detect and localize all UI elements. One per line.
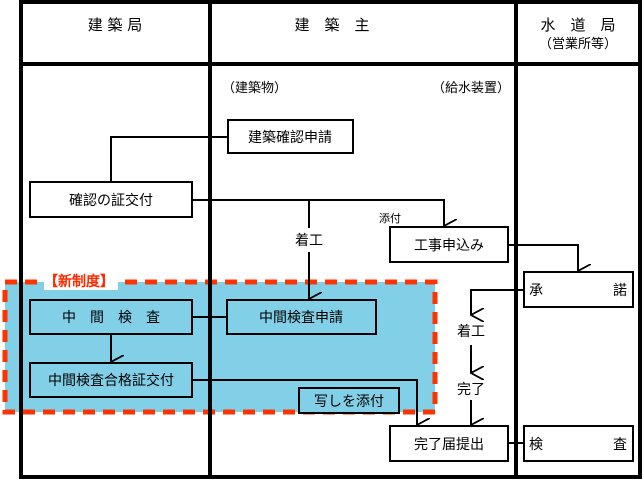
box-interim-inspection: 中 間 検 査: [29, 299, 193, 335]
svg-text:承 諾: 承 諾: [529, 283, 627, 299]
label-attach: 添付: [379, 211, 401, 225]
header-building-bureau: 建 築 局: [88, 16, 143, 34]
connector-construction-app-to-approval: [508, 244, 578, 271]
label-start-construction-owner: 着工: [295, 233, 323, 249]
svg-text:工事申込み: 工事申込み: [414, 238, 484, 254]
connector-issue-to-construction-app: [192, 199, 444, 226]
svg-text:検 査: 検 査: [529, 437, 627, 453]
table-frame: [19, 0, 642, 479]
header-waterworks: 水 道 局: [540, 16, 615, 34]
connector-application-to-issue: [110, 136, 228, 182]
svg-text:建築確認申請: 建築確認申請: [248, 130, 332, 146]
new-system-label: 【新制度】: [44, 273, 114, 290]
subheader-water-supply: （給水装置）: [432, 81, 510, 96]
box-attach-copy: 写しを添付: [298, 387, 400, 414]
box-confirmation-issue: 確認の証交付: [29, 181, 193, 218]
box-completion-report: 完了届提出: [389, 425, 509, 462]
box-interim-certificate-issue: 中間検査合格証交付: [29, 362, 193, 398]
connector-certificate-to-report: [192, 379, 417, 425]
svg-text:中 間 検 査: 中 間 検 査: [62, 310, 160, 326]
svg-text:確認の証交付: 確認の証交付: [69, 192, 153, 209]
new-system-label-bg: [44, 272, 118, 290]
svg-text:中間検査合格証交付: 中間検査合格証交付: [48, 372, 174, 389]
box-interim-inspection-application: 中間検査申請: [226, 299, 377, 335]
header-owner: 建 築 主: [294, 16, 369, 34]
subheader-building: （建築物）: [222, 81, 287, 96]
label-start-construction-water: 着工: [457, 324, 485, 340]
svg-text:完了届提出: 完了届提出: [414, 437, 484, 453]
connector-approval-to-start: [470, 289, 524, 315]
header-waterworks-sub: （営業所等）: [539, 36, 617, 52]
svg-text:中間検査申請: 中間検査申請: [259, 310, 343, 326]
svg-text:写しを添付: 写しを添付: [314, 394, 384, 410]
box-confirmation-application: 建築確認申請: [227, 119, 354, 154]
box-construction-application: 工事申込み: [389, 226, 509, 263]
box-approval: 承 諾: [523, 271, 634, 308]
connectors: [110, 136, 578, 444]
box-inspection: 検 査: [523, 425, 634, 462]
label-completion: 完了: [457, 382, 485, 398]
